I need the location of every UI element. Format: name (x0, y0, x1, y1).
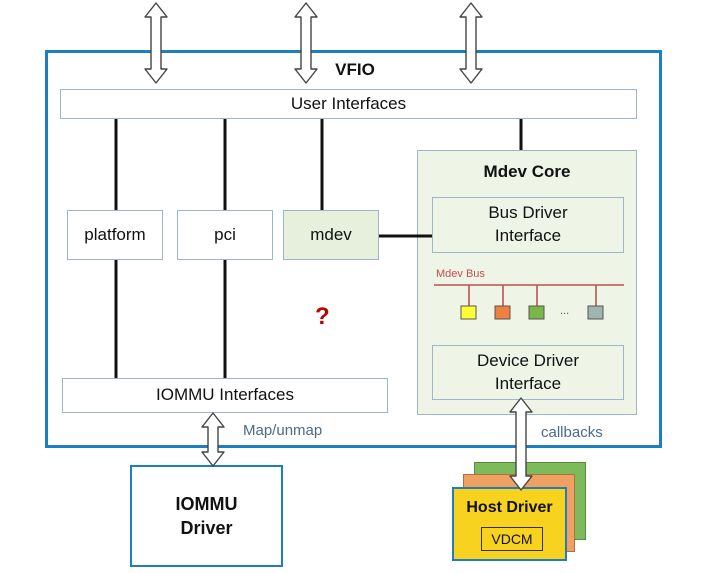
top-arrow-middle-icon (294, 2, 318, 84)
callbacks-arrow-icon (509, 397, 533, 491)
device-driver-line1: Device Driver (476, 350, 580, 370)
bus-slot-green (528, 305, 545, 320)
mdev-box: mdev (283, 210, 379, 260)
bus-driver-line2: Interface (494, 226, 562, 245)
vdcm-box: VDCM (481, 527, 543, 551)
pci-box: pci (177, 210, 273, 260)
iommu-driver-line1: IOMMU (175, 493, 238, 514)
bus-ellipsis: ... (560, 305, 570, 317)
top-arrow-left-icon (144, 2, 168, 84)
bus-slot-orange (494, 305, 511, 320)
vfio-title: VFIO (335, 60, 375, 79)
vfio-container (45, 50, 662, 448)
mdev-core-title: Mdev Core (483, 162, 571, 181)
bus-driver-interface-box: Bus Driver Interface (432, 197, 624, 253)
bus-slot-yellow (460, 305, 477, 320)
question-mark: ? (315, 303, 330, 330)
device-driver-interface-box: Device Driver Interface (432, 345, 624, 400)
platform-box: platform (67, 210, 163, 260)
map-unmap-arrow-icon (201, 412, 225, 467)
device-driver-line2: Interface (494, 373, 562, 393)
iommu-interfaces-box: IOMMU Interfaces (62, 378, 388, 413)
top-arrow-right-icon (459, 2, 483, 84)
iommu-driver-line2: Driver (180, 518, 233, 538)
host-driver-title: Host Driver (466, 499, 553, 516)
bus-slot-gray (587, 305, 604, 320)
bus-driver-line1: Bus Driver (488, 203, 568, 223)
mdev-bus-label: Mdev Bus (436, 268, 485, 280)
callbacks-label: callbacks (541, 424, 603, 441)
map-unmap-label: Map/unmap (243, 422, 323, 439)
user-interfaces-box: User Interfaces (60, 89, 637, 119)
iommu-driver-box: IOMMU Driver (130, 465, 283, 567)
mdev-bus (434, 284, 624, 306)
